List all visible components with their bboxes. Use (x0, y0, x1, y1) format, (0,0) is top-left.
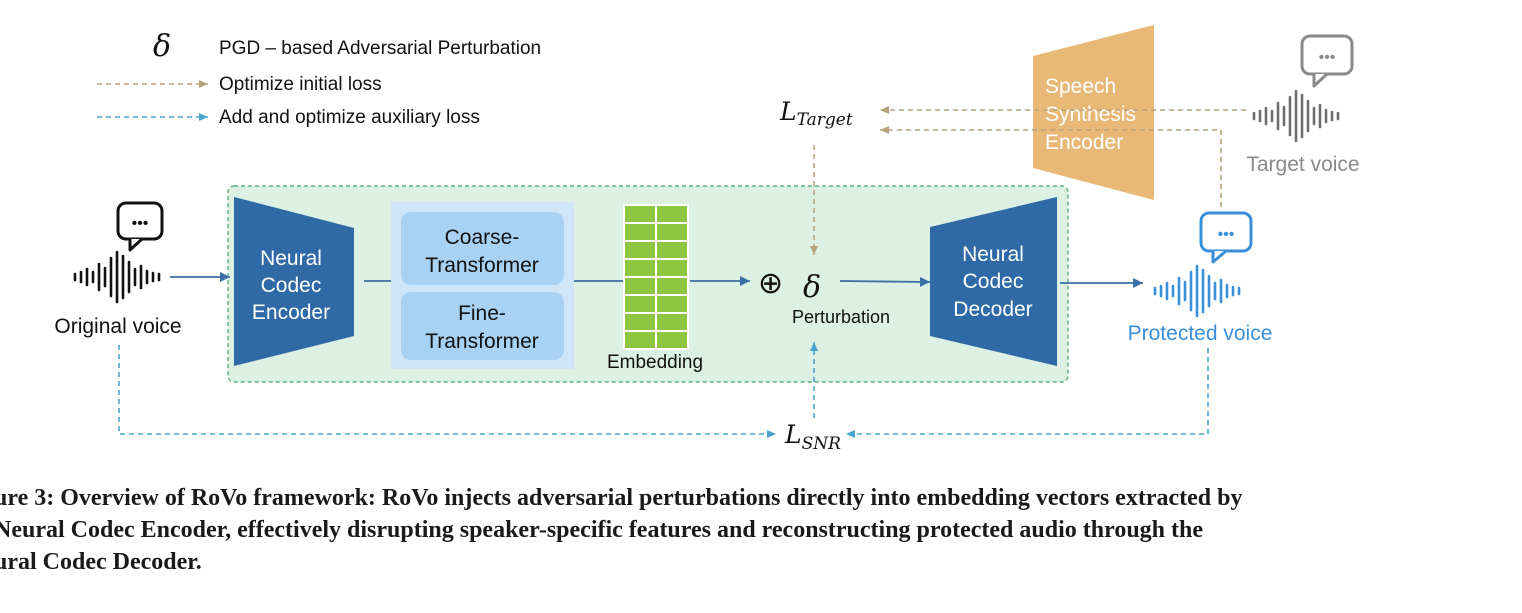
legend: δ PGD – based Adversarial Perturbation O… (97, 29, 541, 128)
embedding-grid (623, 204, 689, 350)
bubble-dots: ••• (132, 215, 149, 232)
l-snr-label: LSNR (784, 420, 841, 454)
target-voice-label: Target voice (1246, 153, 1359, 176)
decoder-label-line1: Neural (962, 243, 1024, 266)
speech-synthesis-encoder: Speech Synthesis Encoder (1033, 25, 1154, 200)
target-speech-bubble-icon: ••• (1300, 34, 1354, 88)
perturbation-node: ⊕ δ Perturbation (758, 267, 890, 327)
target-voice-group: ••• Target voice (1246, 34, 1360, 176)
arrow-perturbation-to-decoder (839, 276, 931, 287)
caption-line-1: ure 3: Overview of RoVo framework: RoVo … (0, 485, 1243, 511)
arrow-protected-to-ltarget (880, 126, 1222, 207)
coarse-label-line1: Coarse- (445, 226, 520, 249)
arrow-protected-to-lsnr (846, 348, 1209, 438)
perturbation-delta: δ (803, 270, 821, 305)
protected-bubble-dots: ••• (1218, 226, 1235, 243)
caption-line-2: Neural Codec Encoder, effectively disrup… (0, 517, 1204, 543)
legend-delta-symbol: δ (153, 29, 171, 64)
initial-loss-arrows (810, 106, 1246, 255)
oplus-symbol: ⊕ (758, 267, 783, 300)
synth-label-line1: Speech (1045, 75, 1116, 98)
l-snr-main: L (784, 420, 802, 449)
fine-label-line1: Fine- (458, 302, 506, 325)
protected-waveform-icon (1153, 264, 1241, 318)
target-bubble-dots: ••• (1319, 49, 1336, 66)
decoder-label-line3: Decoder (953, 298, 1032, 321)
arrow-original-to-lsnr (118, 345, 776, 438)
legend-delta-text: PGD – based Adversarial Perturbation (219, 38, 541, 59)
speech-bubble-icon: ••• (116, 201, 164, 252)
neural-codec-decoder: Neural Codec Decoder (930, 197, 1057, 366)
l-target-label: LTarget (779, 97, 853, 130)
synth-label-line3: Encoder (1045, 131, 1123, 154)
fine-label-line2: Transformer (425, 330, 539, 353)
l-target-main: L (779, 97, 797, 126)
protected-voice-label: Protected voice (1128, 322, 1273, 345)
figure-caption: ure 3: Overview of RoVo framework: RoVo … (0, 482, 1522, 578)
legend-aux-loss-text: Add and optimize auxiliary loss (219, 107, 480, 128)
protected-speech-bubble-icon: ••• (1199, 211, 1253, 264)
fine-transformer-box (401, 292, 564, 360)
transformer-stack: Coarse- Transformer Fine- Transformer (391, 202, 574, 369)
coarse-label-line2: Transformer (425, 254, 539, 277)
svg-text:LTarget: LTarget (779, 97, 853, 130)
neural-codec-encoder: Neural Codec Encoder (234, 197, 354, 366)
encoder-label-line2: Codec (261, 274, 322, 297)
svg-text:LSNR: LSNR (784, 420, 841, 454)
legend-initial-loss-text: Optimize initial loss (219, 74, 382, 95)
aux-loss-arrows (118, 342, 1209, 438)
original-voice-label: Original voice (54, 315, 181, 338)
l-snr-sub: SNR (802, 434, 842, 454)
encoder-label-line3: Encoder (252, 301, 330, 324)
coarse-transformer-box (401, 212, 564, 285)
caption-line-3: ural Codec Decoder. (0, 549, 202, 575)
decoder-label-line2: Codec (963, 270, 1024, 293)
framework-diagram: δ PGD – based Adversarial Perturbation O… (54, 25, 1360, 454)
encoder-label-line1: Neural (260, 247, 322, 270)
l-target-sub: Target (797, 110, 853, 130)
embedding-label: Embedding (607, 352, 703, 373)
original-voice-group: ••• Original voice (54, 201, 182, 338)
target-waveform-icon (1252, 89, 1340, 143)
synth-label-line2: Synthesis (1045, 103, 1136, 126)
original-waveform-icon (73, 250, 161, 304)
protected-voice-group: ••• Protected voice (1128, 211, 1273, 345)
perturbation-label: Perturbation (792, 307, 890, 327)
